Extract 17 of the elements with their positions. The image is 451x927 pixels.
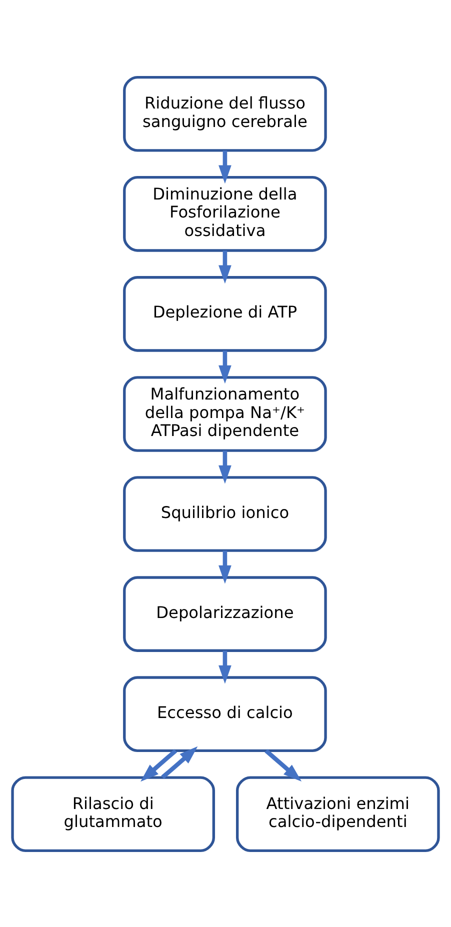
arrow (140, 748, 178, 782)
arrow (218, 250, 232, 284)
node-box: Riduzione del flusso sanguigno cerebrale (123, 75, 327, 152)
arrow (161, 746, 198, 778)
arrow (218, 150, 232, 184)
node-box: Deplezione di ATP (123, 276, 327, 352)
arrow (218, 450, 232, 484)
node-box: Eccesso di calcio (123, 676, 327, 752)
node-box: Depolarizzazione (123, 576, 327, 652)
arrow (218, 350, 232, 384)
node-box: Attivazioni enzimi calcio-dipendenti (236, 776, 440, 852)
node-box: Squilibrio ionico (123, 476, 327, 552)
node-box: Malfunzionamento della pompa Na⁺/K⁺ ATPasi dipendente (123, 376, 327, 452)
arrow (218, 550, 232, 584)
arrow (218, 650, 232, 684)
node-box: Diminuzione della Fosforilazione ossidativa (123, 176, 327, 252)
node-box: Rilascio di glutammato (11, 776, 216, 852)
